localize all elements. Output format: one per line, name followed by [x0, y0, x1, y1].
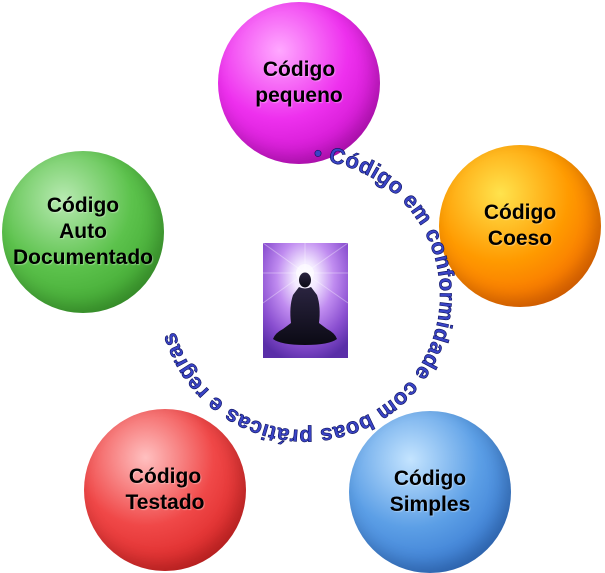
node-codigo-pequeno: Código pequeno: [218, 2, 380, 164]
node-line: Auto: [59, 220, 107, 243]
node-label-coeso: Código Coeso: [484, 200, 556, 252]
node-codigo-simples: Código Simples: [349, 411, 511, 573]
meditating-figure-icon: [263, 243, 348, 358]
node-line: Código: [393, 467, 467, 490]
node-label-auto-documentado: Código Auto Documentado: [13, 193, 153, 271]
node-line: Código: [128, 465, 202, 488]
node-label-testado: Código Testado: [126, 464, 205, 516]
node-line: Simples: [389, 493, 471, 516]
node-line: pequeno: [255, 84, 343, 107]
node-label-pequeno: Código pequeno: [255, 57, 343, 109]
node-label-simples: Código Simples: [390, 466, 471, 518]
node-codigo-testado: Código Testado: [84, 409, 246, 571]
node-line: Código: [483, 201, 557, 224]
node-line: Código: [46, 194, 120, 217]
node-line: Documentado: [12, 246, 153, 269]
node-line: Código: [262, 58, 336, 81]
node-line: Testado: [125, 491, 205, 514]
node-codigo-auto-documentado: Código Auto Documentado: [2, 151, 164, 313]
node-codigo-coeso: Código Coeso: [439, 145, 601, 307]
node-line: Coeso: [487, 227, 553, 250]
